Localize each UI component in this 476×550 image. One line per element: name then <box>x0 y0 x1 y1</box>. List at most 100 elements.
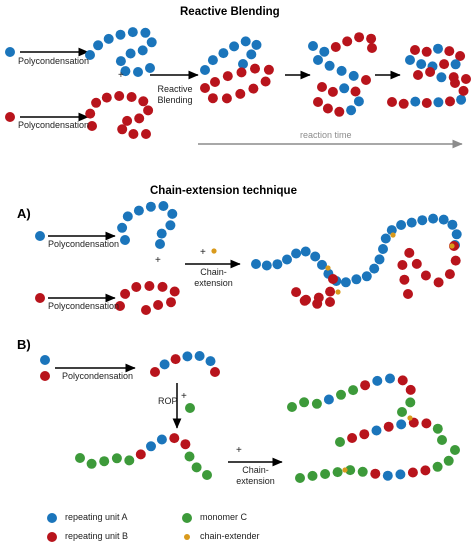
unit-a-bead <box>324 60 335 71</box>
monomer-c-bead <box>311 398 322 409</box>
unit-b-bead <box>222 71 233 82</box>
unit-b-bead <box>157 281 168 292</box>
unit-a-bead <box>346 105 357 116</box>
unit-b-bead <box>397 260 408 270</box>
unit-a-bead <box>145 63 155 73</box>
unit-b-bead <box>117 124 128 135</box>
monomer-c-bead <box>287 402 297 412</box>
unit-b-bead <box>114 91 125 101</box>
label-extension: extension <box>194 278 233 288</box>
monomer-c-bead <box>450 445 460 455</box>
unit-a-bead <box>371 425 382 436</box>
unit-a-bead <box>396 419 407 430</box>
unit-a-bead <box>436 72 447 83</box>
unit-a-bead <box>122 211 133 222</box>
label-chain: Chain- <box>242 465 269 475</box>
unit-b-bead <box>458 85 469 96</box>
unit-b-bead <box>120 288 131 299</box>
unit-b-bead <box>40 371 50 381</box>
unit-b-bead <box>87 121 97 131</box>
unit-a-bead <box>308 41 318 51</box>
title-reactive-blending: Reactive Blending <box>180 6 280 18</box>
unit-a-bead <box>317 259 327 270</box>
label-plus: + <box>236 445 242 456</box>
unit-b-bead <box>126 92 137 102</box>
unit-b-bead <box>397 375 408 386</box>
unit-b-bead <box>387 97 397 107</box>
unit-b-bead <box>312 298 323 309</box>
unit-a-bead <box>165 220 176 231</box>
label-polycondensation: Polycondensation <box>48 239 120 249</box>
unit-b-bead <box>461 74 471 84</box>
unit-a-bead <box>282 254 292 265</box>
unit-a-bead <box>218 48 229 59</box>
legend-label-unit-a: repeating unit A <box>65 512 128 522</box>
unit-a-bead <box>205 356 216 367</box>
unit-a-bead <box>313 55 323 65</box>
unit-b-bead <box>235 88 246 99</box>
unit-b-bead <box>421 418 432 429</box>
unit-b-bead <box>236 67 247 78</box>
unit-a-bead <box>120 66 131 77</box>
unit-a-bead <box>200 65 210 75</box>
unit-b-bead <box>210 77 220 87</box>
unit-b-bead <box>263 64 274 75</box>
unit-b-bead <box>421 98 432 108</box>
unit-a-bead <box>450 59 461 70</box>
monomer-c-bead <box>295 473 305 483</box>
unit-a-bead <box>137 45 148 56</box>
unit-a-bead <box>251 39 262 50</box>
chain-extender-dot <box>211 248 217 254</box>
unit-b-bead <box>403 289 413 299</box>
bead-chains <box>5 27 471 542</box>
unit-a-bead <box>369 263 380 274</box>
unit-a-bead <box>156 434 167 445</box>
unit-a-bead <box>310 251 321 262</box>
label-plus: + <box>155 255 161 266</box>
unit-b-bead <box>354 32 365 43</box>
unit-b-bead <box>383 421 394 432</box>
monomer-c-bead <box>437 435 447 445</box>
label-reaction-time: reaction time <box>300 130 352 140</box>
unit-b-bead <box>141 305 151 315</box>
monomer-c-bead <box>184 451 195 462</box>
unit-a-bead <box>238 59 248 69</box>
unit-a-bead <box>85 50 95 60</box>
unit-a-bead <box>339 83 350 94</box>
title-chain-extension: Chain-extension technique <box>150 185 297 197</box>
unit-b-bead <box>367 43 377 53</box>
chain-extender-dot <box>407 415 413 421</box>
unit-a-bead <box>382 470 393 481</box>
unit-a-bead <box>125 48 136 59</box>
unit-a-bead <box>182 351 193 362</box>
unit-b-bead <box>398 98 409 109</box>
unit-b-bead <box>141 129 151 139</box>
monomer-c-bead <box>299 397 310 408</box>
chain-extender-dot <box>390 232 396 238</box>
unit-a-bead <box>416 59 427 70</box>
unit-a-bead <box>447 219 458 230</box>
unit-a-bead <box>353 96 364 107</box>
unit-b-bead <box>47 532 57 542</box>
unit-a-bead <box>117 222 128 233</box>
monomer-c-bead <box>432 461 443 472</box>
unit-a-bead <box>133 205 144 216</box>
monomer-c-bead <box>336 389 346 400</box>
legend-label-monomer-c: monomer C <box>200 512 248 522</box>
unit-b-bead <box>150 367 160 377</box>
unit-a-bead <box>194 351 205 361</box>
unit-b-bead <box>327 86 338 97</box>
monomer-c-bead <box>335 437 345 447</box>
section-label-b: B) <box>17 337 31 352</box>
unit-a-bead <box>120 235 130 245</box>
unit-b-bead <box>85 108 96 119</box>
unit-b-bead <box>439 59 450 70</box>
unit-b-bead <box>347 433 358 443</box>
monomer-c-bead <box>185 403 195 413</box>
label-plus: + <box>181 391 187 402</box>
unit-b-bead <box>260 76 271 87</box>
unit-b-bead <box>291 287 302 298</box>
unit-b-bead <box>450 78 460 88</box>
unit-b-bead <box>450 255 461 266</box>
label-polycondensation: Polycondensation <box>18 120 90 130</box>
